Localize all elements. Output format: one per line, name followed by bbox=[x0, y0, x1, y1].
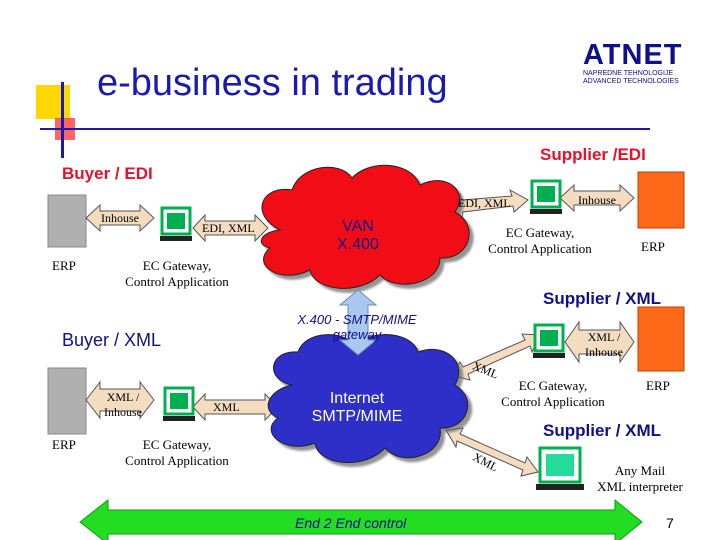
supplier-edi-inhouse-label: Inhouse bbox=[578, 193, 616, 207]
buyer-xml-gateway-label: EC Gateway, Control Application bbox=[112, 437, 242, 469]
supplier-edi-link-arrow bbox=[447, 188, 529, 219]
page-number: 7 bbox=[666, 515, 674, 531]
buyer-edi-gateway-label: EC Gateway, Control Application bbox=[112, 258, 242, 290]
buyer-edi-heading: Buyer / EDI bbox=[62, 164, 153, 183]
supplier-xml-inhouse-line2: Inhouse bbox=[585, 345, 623, 359]
mail-interpreter-line2: XML interpreter bbox=[597, 479, 683, 494]
company-logo: ATNET NAPREDNE TEHNOLOGIJE ADVANCED TECH… bbox=[583, 39, 693, 85]
buyer-edi-gateway-line1: EC Gateway, bbox=[142, 258, 212, 273]
supplier-xml-heading-2: Supplier / XML bbox=[543, 421, 662, 440]
supplier-xml-gateway-line1: EC Gateway, bbox=[518, 378, 588, 393]
supplier-xml-gateway-label: EC Gateway, Control Application bbox=[488, 378, 618, 410]
buyer-edi-erp-label: ERP bbox=[52, 258, 76, 273]
supplier-edi-gateway-line2: Control Application bbox=[488, 241, 592, 256]
supplier-edi-inhouse-arrow bbox=[559, 183, 635, 213]
supplier-xml-heading-1: Supplier / XML bbox=[543, 289, 662, 308]
buyer-edi-computer-icon bbox=[160, 206, 192, 241]
supplier-edi-heading: Supplier /EDI bbox=[540, 145, 646, 164]
buyer-xml-erp-label: ERP bbox=[52, 437, 76, 452]
gateway-label-line1: X.400 - SMTP/MIME bbox=[297, 312, 417, 327]
internet-label: Internet SMTP/MIME bbox=[302, 390, 412, 426]
supplier-xml-inhouse-line1: XML / bbox=[587, 330, 621, 344]
buyer-xml-erp-box bbox=[47, 367, 87, 435]
slide-title: e-business in trading bbox=[97, 62, 448, 104]
gateway-label: X.400 - SMTP/MIME gateway bbox=[290, 312, 424, 342]
buyer-xml-inhouse-line1: XML / bbox=[106, 390, 140, 404]
supplier-xml-inhouse-arrow bbox=[564, 320, 635, 364]
buyer-xml-computer-icon bbox=[163, 386, 195, 421]
internet-cloud bbox=[267, 334, 469, 464]
supplier-xml-gateway-line2: Control Application bbox=[501, 394, 605, 409]
supplier-xml-computer-icon bbox=[533, 323, 565, 358]
buyer-xml-inhouse-line2: Inhouse bbox=[104, 405, 142, 419]
end-to-end-arrow bbox=[79, 498, 643, 540]
buyer-xml-inhouse-label: XML / Inhouse bbox=[103, 390, 143, 420]
internet-label-line1: Internet bbox=[329, 390, 385, 407]
decor-yellow-square bbox=[36, 85, 70, 119]
mail-interpreter-label: Any Mail XML interpreter bbox=[590, 463, 690, 495]
supplier-xml-inhouse-label: XML / Inhouse bbox=[584, 330, 624, 360]
buyer-xml-inhouse-arrow bbox=[85, 380, 155, 420]
buyer-edi-erp-box bbox=[47, 194, 87, 248]
gateway-label-line2: gateway bbox=[332, 327, 382, 342]
logo-line2: ADVANCED TECHNOLOGIES bbox=[583, 78, 679, 85]
mail-interpreter-line1: Any Mail bbox=[614, 463, 666, 478]
buyer-edi-gateway-line2: Control Application bbox=[125, 274, 229, 289]
van-cloud bbox=[260, 164, 470, 289]
decor-vertical-line bbox=[61, 82, 64, 158]
mail-client-computer-icon bbox=[536, 446, 584, 490]
buyer-edi-inhouse-label: Inhouse bbox=[101, 211, 139, 225]
supplier-xml-erp-box bbox=[637, 306, 685, 372]
van-label-line2: X.400 bbox=[337, 236, 379, 253]
supplier-xml-erp-label: ERP bbox=[646, 378, 670, 393]
end-to-end-label: End 2 End control bbox=[295, 515, 407, 531]
van-label: VAN X.400 bbox=[318, 218, 398, 254]
supplier-edi-erp-box bbox=[637, 171, 685, 229]
van-label-line1: VAN bbox=[342, 218, 374, 235]
supplier-edi-erp-label: ERP bbox=[641, 239, 665, 254]
buyer-xml-heading: Buyer / XML bbox=[62, 330, 162, 350]
buyer-xml-gateway-line1: EC Gateway, bbox=[142, 437, 212, 452]
supplier-edi-format-label: EDI, XML bbox=[458, 196, 511, 210]
supplier-edi-computer-icon bbox=[530, 179, 562, 214]
logo-line1: NAPREDNE TEHNOLOGIJE bbox=[583, 70, 674, 77]
buyer-edi-link-arrow bbox=[192, 213, 269, 243]
internet-label-line2: SMTP/MIME bbox=[311, 408, 403, 425]
supplier-xml-link-arrow-2 bbox=[445, 427, 539, 477]
decor-horizontal-line bbox=[40, 128, 650, 130]
supplier-edi-gateway-line1: EC Gateway, bbox=[505, 225, 575, 240]
logo-brand: ATNET bbox=[583, 39, 683, 71]
supplier-edi-gateway-label: EC Gateway, Control Application bbox=[475, 225, 605, 257]
buyer-xml-format-label: XML bbox=[213, 400, 240, 414]
buyer-xml-gateway-line2: Control Application bbox=[125, 453, 229, 468]
buyer-edi-inhouse-arrow bbox=[85, 203, 155, 233]
gateway-arrow bbox=[338, 289, 378, 356]
buyer-edi-format-label: EDI, XML bbox=[202, 221, 255, 235]
